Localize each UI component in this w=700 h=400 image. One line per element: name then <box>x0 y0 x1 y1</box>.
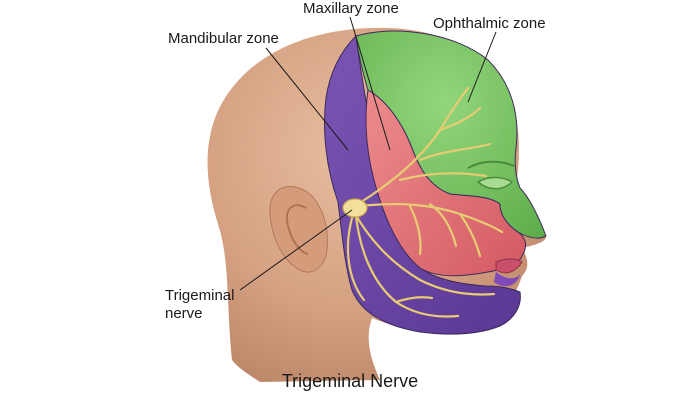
eye <box>476 176 514 190</box>
ear-inner <box>286 204 309 255</box>
leader-lines <box>239 16 497 291</box>
label-mandibular-zone: Mandibular zone <box>168 30 279 47</box>
eyebrow <box>467 160 515 169</box>
lips <box>495 258 523 274</box>
lower-lip <box>494 272 520 287</box>
label-maxillary-zone: Maxillary zone <box>303 0 399 17</box>
label-ophthalmic-zone: Ophthalmic zone <box>433 15 546 32</box>
diagram-title: Trigeminal Nerve <box>281 371 419 391</box>
ear <box>269 185 328 273</box>
label-trigeminal-nerve-line1: Trigeminal <box>165 287 235 304</box>
trigeminal-nerve-branches <box>346 86 504 318</box>
label-trigeminal-nerve-line2: nerve <box>165 305 203 322</box>
